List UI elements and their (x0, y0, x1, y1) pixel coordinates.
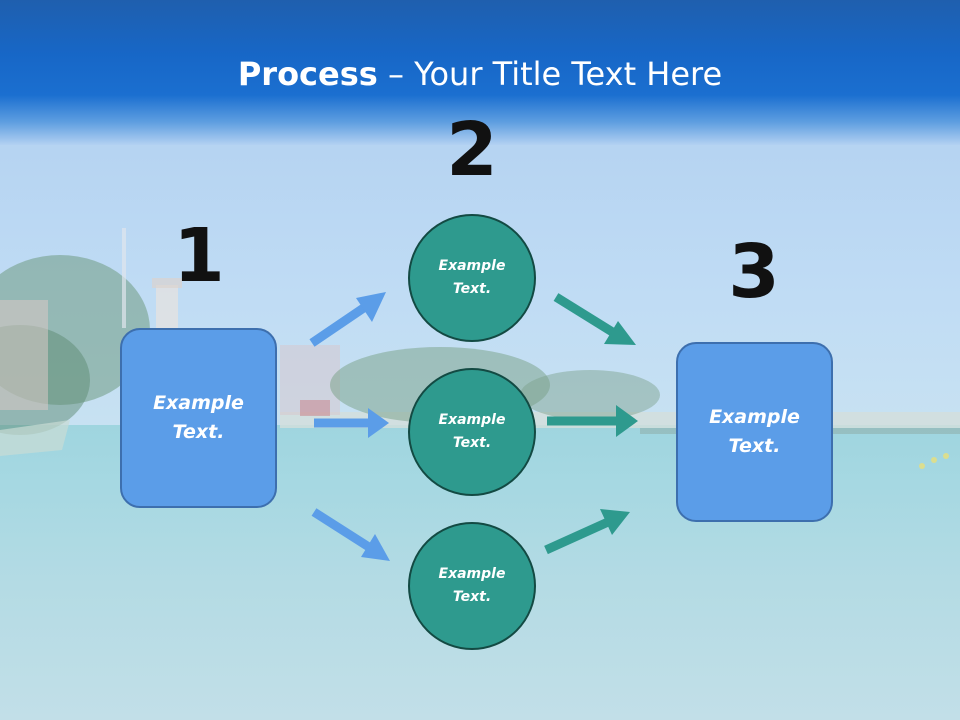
step-number-2: 2 (446, 107, 498, 193)
circle-bottom-text: Example Text. (438, 566, 506, 605)
arrow-top-to-right (553, 293, 636, 345)
header-band (0, 0, 960, 145)
slide-title: Process – Your Title Text Here (0, 52, 960, 96)
arrow-bottom-to-right (544, 509, 630, 555)
lighthouse (156, 285, 178, 330)
box-right-text: Example Text. (709, 406, 800, 457)
red-building (300, 400, 330, 416)
antenna (122, 228, 126, 328)
process-circle-middle[interactable]: Example Text. (408, 368, 536, 496)
process-box-left[interactable]: Example Text. (120, 328, 277, 508)
process-circle-bottom[interactable]: Example Text. (408, 522, 536, 650)
arrow-left-to-top (309, 292, 386, 347)
process-circle-top[interactable]: Example Text. (408, 214, 536, 342)
arrow-left-to-middle (314, 408, 389, 438)
tree-cluster-right (520, 370, 660, 420)
circle-top-text: Example Text. (438, 258, 506, 297)
lighthouse-top (152, 278, 182, 288)
step-number-3: 3 (728, 229, 780, 315)
buoy (919, 463, 925, 469)
process-box-right[interactable]: Example Text. (676, 342, 833, 522)
buoy (943, 453, 949, 459)
title-bold: Process (237, 55, 378, 93)
box-left-text: Example Text. (153, 392, 244, 443)
arrow-middle-to-right (547, 405, 638, 437)
buoy (931, 457, 937, 463)
building-left (0, 300, 48, 410)
circle-middle-text: Example Text. (438, 412, 506, 451)
title-rest: – Your Title Text Here (377, 55, 723, 93)
arrow-left-to-bottom (311, 508, 390, 561)
step-number-1: 1 (173, 213, 225, 299)
boat (0, 420, 70, 456)
